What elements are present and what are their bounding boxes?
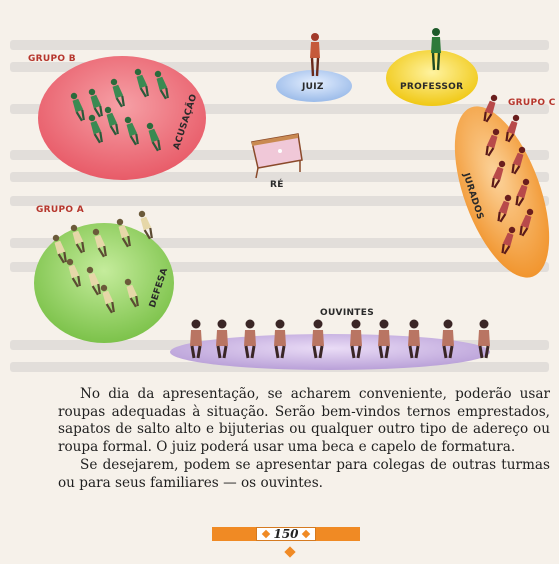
- ouvintes-label: OUVINTES: [320, 308, 374, 318]
- grupo-a-label: GRUPO A: [36, 205, 85, 215]
- re-box: [251, 133, 303, 179]
- page-number-box: 150: [256, 527, 316, 541]
- page-number: 150: [273, 527, 299, 541]
- diamond-icon: [262, 529, 271, 539]
- professor-disc: [386, 28, 478, 106]
- courtroom-diagram: [34, 28, 550, 370]
- re-label: RÉ: [270, 180, 284, 190]
- grupo-c-disc: [454, 92, 550, 278]
- grupo-c-label: GRUPO C: [508, 98, 556, 108]
- grupo-b-disc: [38, 56, 206, 180]
- page-number-bar: 150: [212, 527, 360, 541]
- juiz-disc: [276, 33, 352, 102]
- diamond-icon: [284, 546, 296, 558]
- grupo-a-disc: [34, 208, 174, 343]
- professor-label: PROFESSOR: [400, 82, 464, 92]
- grupo-b-label: GRUPO B: [28, 54, 76, 64]
- juiz-label: JUIZ: [302, 82, 324, 92]
- paragraph: Se desejarem, podem se apresentar para c…: [58, 456, 550, 491]
- ouvintes-disc: [170, 318, 492, 370]
- body-text: No dia da apresentação, se acharem conve…: [58, 386, 550, 492]
- paragraph: No dia da apresentação, se acharem conve…: [58, 386, 550, 456]
- diamond-icon: [301, 529, 310, 539]
